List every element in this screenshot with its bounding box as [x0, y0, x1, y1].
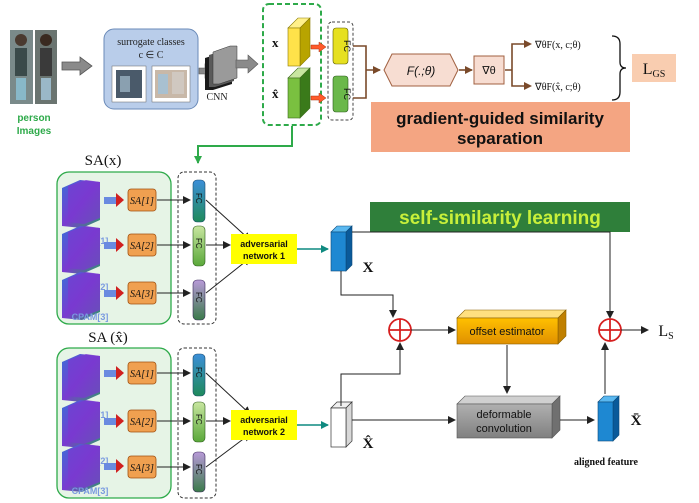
cnn-stack [205, 45, 238, 90]
connector-nabla-branch [505, 43, 524, 87]
ls-label: LS [658, 323, 673, 342]
person-label-1: person [17, 113, 50, 124]
fc-col-xhat-2-label: FC [194, 414, 203, 425]
fc-x-block [332, 27, 349, 65]
x-feature-cube [287, 17, 311, 67]
Xbar-label: X̄ [631, 413, 642, 429]
arrowhead-out1 [524, 40, 532, 48]
fc-col-x-3-label: FC [194, 292, 203, 303]
lgs-box [632, 54, 676, 82]
fc-xhat-block [332, 75, 349, 113]
adv1-label-1: adversarial [240, 239, 288, 249]
arrow-fchat1-adv2 [205, 372, 251, 415]
gradient-out1: ∇θF(x, c;θ) [534, 40, 581, 51]
bracket [611, 35, 627, 101]
sa-xhat-row-3 [62, 444, 157, 492]
sa-x-row-2 [62, 226, 157, 274]
xhat-feature-label: x̂ [272, 86, 279, 101]
deform-label-1: deformable [476, 409, 531, 421]
connector-Xhat-to-plus1 [340, 342, 404, 406]
green-connector [194, 126, 293, 164]
nabla-label: ∇θ [481, 65, 495, 77]
connector-fc-to-f [353, 45, 380, 99]
plus-node-1 [388, 318, 412, 342]
offset-label: offset estimator [470, 326, 545, 338]
sa-x-row-1 [62, 180, 157, 228]
adversarial-network-1 [231, 234, 297, 264]
fc-top-dashed-box [327, 21, 354, 121]
surrogate-images [111, 65, 191, 103]
sa-x-1: SA[1] [130, 196, 154, 207]
deformable-conv-box [456, 395, 561, 439]
connector-X-to-plus1 [340, 271, 397, 318]
self-sim-title: self-similarity learning [399, 208, 601, 229]
gradient-title-2: separation [457, 129, 543, 148]
f-theta-label: F(.;θ) [407, 64, 436, 78]
aligned-feature-label: aligned feature [574, 457, 639, 468]
offset-estimator-box [456, 309, 567, 345]
sa-x-3: SA[3] [130, 289, 154, 300]
arrow-xhatcube-to-fc [310, 92, 327, 104]
Xbar-cuboid [597, 395, 620, 442]
person-label-2: Images [17, 126, 52, 137]
fc-x-label: FC [342, 40, 352, 52]
fc-col-xhat-dashed [177, 347, 217, 499]
nabla-node [473, 55, 505, 85]
arrow-xcube-to-fc [310, 41, 327, 53]
arrow-person-to-surrogate [61, 56, 93, 76]
fc-col-x-3 [192, 279, 206, 321]
sa-x-row-3 [62, 272, 157, 320]
cnn-label: CNN [206, 92, 227, 103]
adversarial-network-2 [231, 410, 297, 440]
fc-col-x-2-label: FC [194, 238, 203, 249]
fc-col-x-1-label: FC [194, 193, 203, 204]
gradient-title-1: gradient-guided similarity [396, 109, 604, 128]
x-feature-label: x [272, 35, 279, 50]
connector-X-to-plus2 [352, 231, 614, 319]
arrow-fc1-adv1 [205, 199, 251, 241]
deform-label-2: convolution [476, 423, 532, 435]
sa-x-label: SA(x) [85, 153, 122, 169]
adv1-label-2: network 1 [243, 251, 285, 261]
gradient-out2: ∇θF(x̂, c;θ) [534, 82, 581, 93]
X-label: X [363, 260, 374, 276]
gradient-title-box [371, 102, 630, 152]
fc-col-x-1 [192, 179, 206, 223]
person-images [10, 30, 57, 104]
sa-xhat-3: SA[3] [130, 463, 154, 474]
sa-x-2: SA[2] [130, 241, 154, 252]
surrogate-label-1: surrogate classes [117, 37, 185, 48]
fc-col-xhat-2 [192, 401, 206, 443]
fc-col-x-dashed [177, 171, 217, 325]
cpam-hat-3: CPAM[3] [72, 486, 109, 496]
Xhat-label: X̂ [363, 435, 374, 452]
fc-col-x-2 [192, 225, 206, 267]
surrogate-label-2: c ∈ C [139, 50, 164, 61]
cpam-3: CPAM[3] [72, 312, 109, 322]
sa-xhat-1: SA[1] [130, 369, 154, 380]
feature-dashed-box [262, 3, 322, 126]
arrow-cnn-to-features [235, 54, 259, 74]
X-cuboid [330, 225, 353, 272]
fc-xhat-label: FC [342, 88, 352, 100]
f-theta-node [383, 53, 459, 87]
fc-col-xhat-3-label: FC [194, 464, 203, 475]
Xhat-cuboid [330, 401, 353, 448]
fc-col-xhat-1 [192, 353, 206, 397]
sa-xhat-row-1 [62, 354, 157, 402]
arrowhead-out2 [524, 82, 532, 90]
xhat-feature-cube [287, 67, 311, 119]
adv2-label-2: network 2 [243, 427, 285, 437]
adv2-label-1: adversarial [240, 415, 288, 425]
sa-xhat-label: SA (x̂) [88, 330, 128, 346]
fc-col-xhat-1-label: FC [194, 367, 203, 378]
fc-col-xhat-3 [192, 451, 206, 493]
sa-xhat-2: SA[2] [130, 417, 154, 428]
plus-node-2 [598, 318, 622, 342]
self-sim-title-box [370, 202, 630, 232]
sa-xhat-row-2 [62, 400, 157, 448]
